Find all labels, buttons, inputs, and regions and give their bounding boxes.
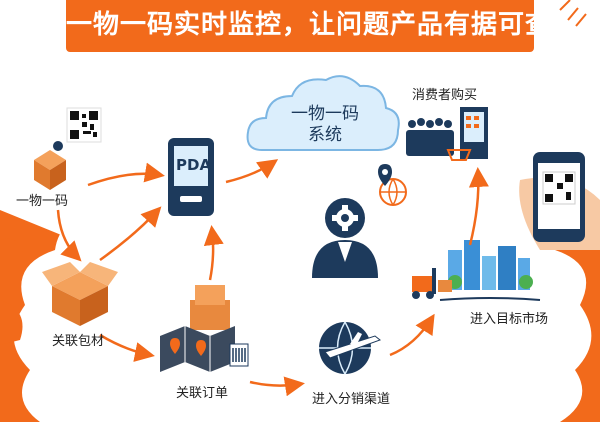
cloud-line-1: 一物一码 <box>291 104 359 124</box>
label-consumer-purchase: 消费者购买 <box>412 88 478 103</box>
arrow-distribution-to-market <box>389 313 435 357</box>
label-enter-target-market: 进入目标市场 <box>470 312 549 327</box>
pda-label: PDA <box>176 156 212 174</box>
arrow-packaging-to-pda <box>99 206 162 262</box>
arrow-packaging-to-order <box>99 333 155 362</box>
label-linked-order: 关联订单 <box>176 386 229 401</box>
cloud-system-shape <box>246 75 400 151</box>
arrow-code-to-packaging <box>56 209 82 262</box>
cloud-line-2: 系统 <box>308 125 342 145</box>
arrow-code-to-pda <box>87 162 165 187</box>
corner-sketch <box>559 0 587 27</box>
qr-code-icon <box>66 107 102 143</box>
flow-arrows <box>56 159 489 397</box>
page-title: 一物一码实时监控，让问题产品有据可查 <box>66 10 553 40</box>
arrow-market-to-consumer <box>468 167 489 246</box>
arrow-order-to-pda <box>203 225 224 281</box>
label-enter-distribution: 进入分销渠道 <box>312 392 391 407</box>
label-one-item-one-code: 一物一码 <box>16 194 69 209</box>
product-box-icon <box>34 141 66 190</box>
label-linked-packaging: 关联包材 <box>52 334 105 349</box>
title-banner: 一物一码实时监控，让问题产品有据可查 <box>66 0 553 52</box>
manager-person-icon <box>312 198 378 278</box>
globe-airplane-icon <box>319 321 382 375</box>
phone-in-hand-icon <box>519 152 600 250</box>
white-cloud-area <box>13 215 592 422</box>
globe-location-icon <box>378 164 407 206</box>
city-market-icon <box>412 240 541 301</box>
order-map-boxes-icon <box>160 285 249 372</box>
packaging-box-icon <box>42 262 118 326</box>
pda-device-icon <box>168 138 214 216</box>
consumer-shopping-icon <box>406 107 488 161</box>
cloud-system-label: 一物一码 系统 <box>270 104 380 146</box>
arrow-pda-to-cloud <box>225 159 279 184</box>
arrow-order-to-distribution <box>249 376 305 397</box>
